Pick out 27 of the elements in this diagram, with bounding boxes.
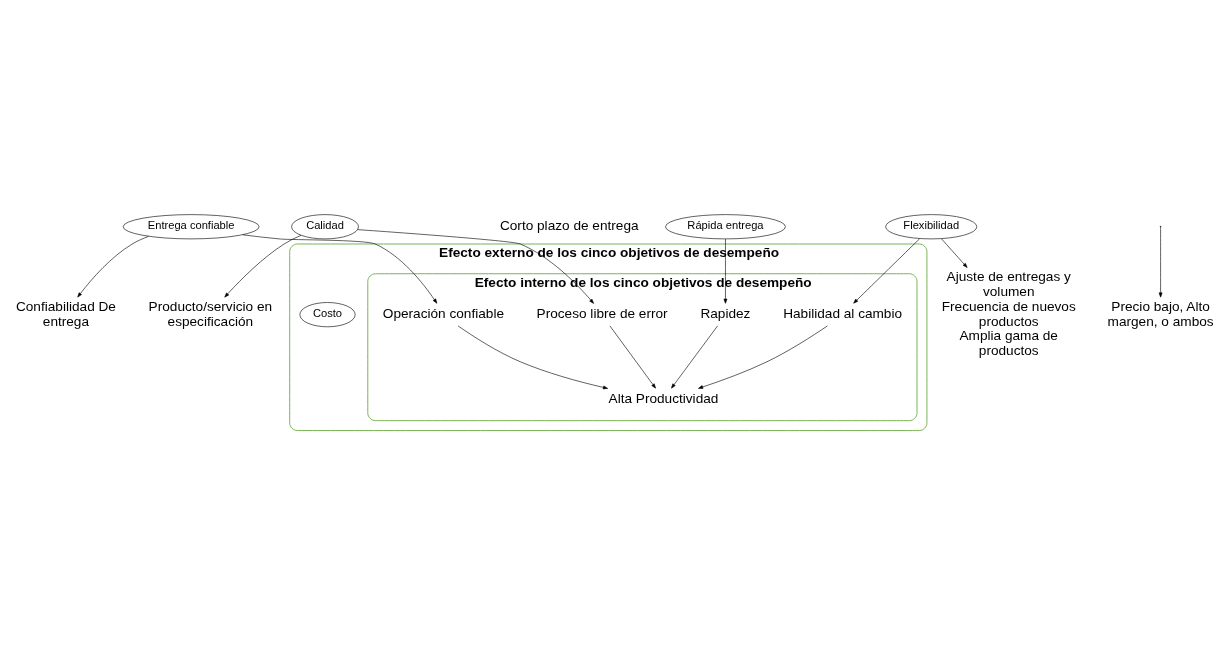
node-text: Ajuste de entregas y volumen Frecuencia de nuevos productos Amplia gama de productos [941, 268, 1076, 358]
node-text: Habilidad al cambio [783, 305, 903, 321]
arrow [357, 228, 594, 304]
node-text: Rapidez [700, 305, 751, 321]
node-ellipse: Rápida entrega [665, 213, 786, 239]
arrow [77, 235, 149, 297]
node-text: Proceso libre de error [536, 305, 668, 321]
node-ellipse: Flexibilidad [885, 213, 978, 239]
arrow [853, 237, 920, 304]
node-text: Precio bajo, Alto margen, o ambos [1107, 298, 1214, 329]
arrow [941, 238, 968, 268]
arrow [723, 238, 728, 304]
node-text: Confiabilidad De entrega [15, 298, 116, 329]
node-ellipse: Calidad [291, 213, 359, 239]
arrow [698, 325, 828, 389]
arrow [609, 325, 656, 388]
node-text: Operación confiable [382, 305, 505, 321]
node-text: Alta Productividad [608, 390, 719, 406]
node-ellipse: Costo [299, 301, 356, 327]
node-text: Producto/servicio en especificación [148, 298, 273, 329]
node-ellipse: Entrega confiable [122, 213, 260, 239]
arrow [457, 325, 608, 389]
arrow [242, 234, 438, 304]
arrow [1158, 226, 1163, 297]
node-text: Corto plazo de entrega [499, 217, 639, 233]
arrow [671, 325, 718, 388]
arrow [224, 234, 302, 297]
